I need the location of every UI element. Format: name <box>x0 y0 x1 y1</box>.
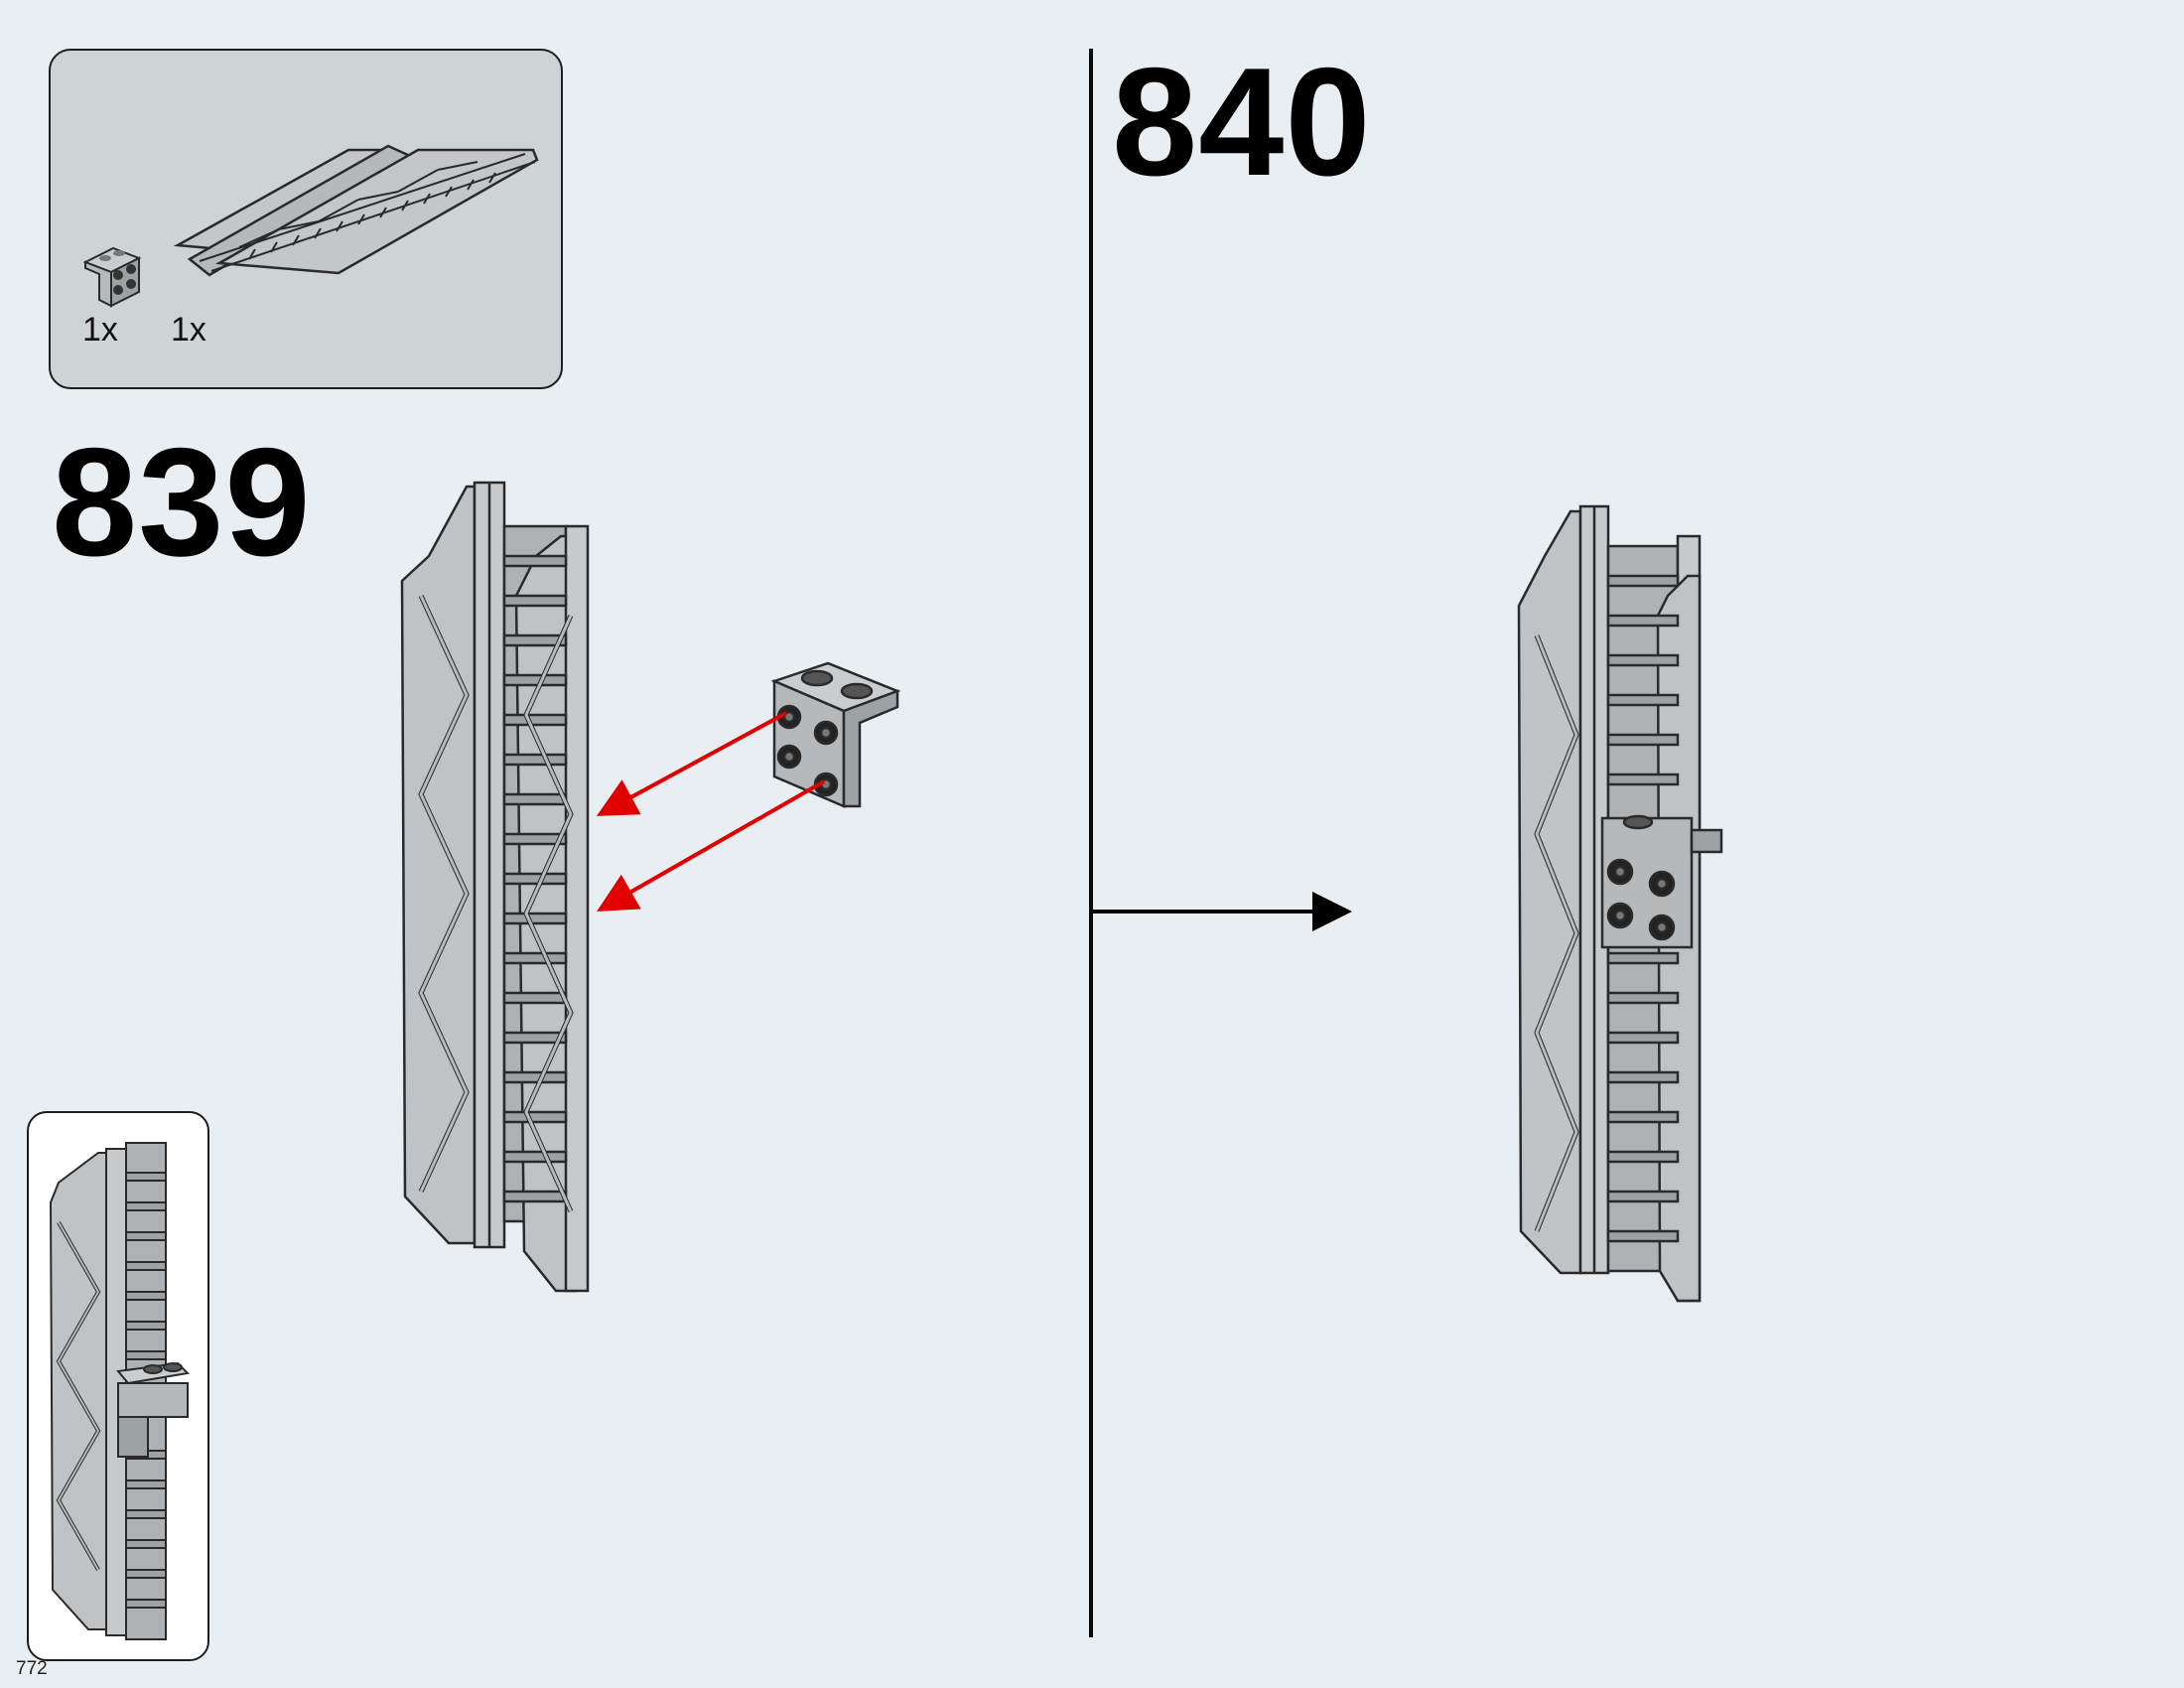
girder-part-icon <box>173 144 539 277</box>
placement-arrow-upper <box>596 711 787 816</box>
parts-list-box: 1x 1x <box>49 49 563 389</box>
ladder-girder-840 <box>1517 504 1723 1303</box>
callout-box <box>27 1111 209 1661</box>
callout-ladder-illustration <box>49 1142 191 1640</box>
bracket-part-icon <box>82 246 142 308</box>
parts-illustration <box>82 144 539 308</box>
step-number-840: 840 <box>1112 36 1372 208</box>
part-quantity-bracket: 1x <box>82 311 118 349</box>
step-divider <box>1089 49 1093 1637</box>
bracket-piece-839 <box>770 661 901 808</box>
page-number: 772 <box>16 1658 48 1679</box>
step-number-839: 839 <box>52 416 312 588</box>
ladder-girder-839 <box>400 481 590 1293</box>
placement-arrow-lower <box>597 779 825 912</box>
part-quantity-girder: 1x <box>171 311 206 349</box>
